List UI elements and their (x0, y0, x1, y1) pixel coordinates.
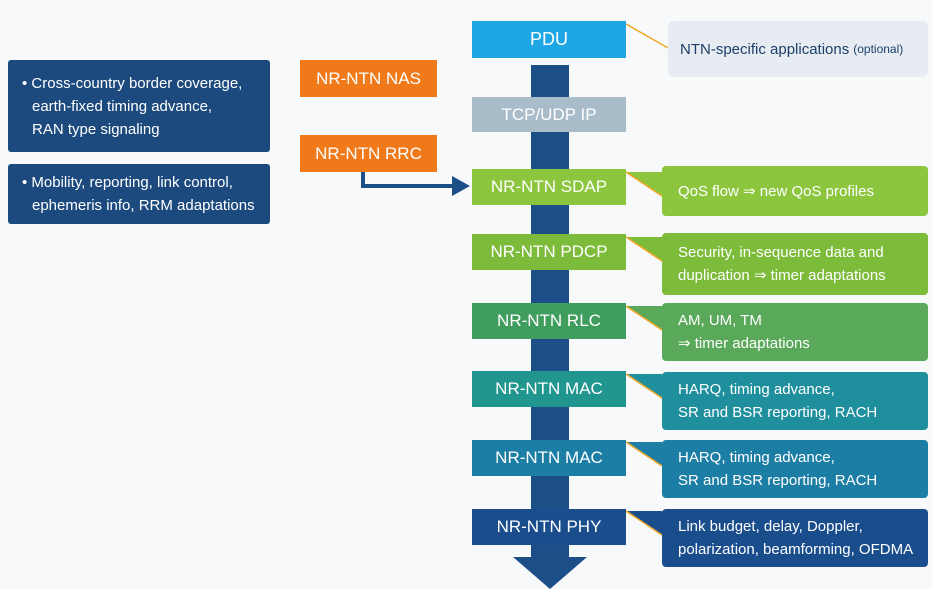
mac-layer-1: NR-NTN MAC (472, 371, 626, 407)
phy-layer: NR-NTN PHY (472, 509, 626, 545)
mac1-description-box: HARQ, timing advance, SR and BSR reporti… (662, 372, 928, 430)
mac2-description-box: HARQ, timing advance, SR and BSR reporti… (662, 440, 928, 498)
rlc-layer: NR-NTN RLC (472, 303, 626, 339)
rrc-to-sdap-connector (361, 171, 452, 188)
pdu-note-main: NTN-specific applications (680, 40, 850, 58)
rlc-note-line-2: ⇒ timer adaptations (678, 335, 810, 352)
rrc-description-box: • Mobility, reporting, link control, eph… (8, 164, 270, 224)
mac-layer-2: NR-NTN MAC (472, 440, 626, 476)
rrc-note-line-1: • Mobility, reporting, link control, (22, 174, 233, 191)
rrc-box: NR-NTN RRC (300, 135, 437, 172)
mac2-note-line-2: SR and BSR reporting, RACH (678, 472, 878, 489)
pdcp-description-box: Security, in-sequence data and duplicati… (662, 233, 928, 295)
nas-note-line-3: RAN type signaling (32, 120, 160, 138)
connector-arrow-head (452, 176, 470, 196)
pdcp-note-line-2: duplication ⇒ timer adaptations (678, 267, 886, 284)
pdcp-layer: NR-NTN PDCP (472, 234, 626, 270)
rlc-description-box: AM, UM, TM ⇒ timer adaptations (662, 303, 928, 361)
phy-description-box: Link budget, delay, Doppler, polarizatio… (662, 509, 928, 567)
phy-note-line-2: polarization, beamforming, OFDMA (678, 541, 914, 558)
rlc-note-line-1: AM, UM, TM (678, 312, 762, 329)
pdcp-note-line-1: Security, in-sequence data and (678, 244, 884, 261)
mac1-note-line-1: HARQ, timing advance, (678, 381, 835, 398)
sdap-note-line-1: QoS flow ⇒ new QoS profiles (678, 182, 874, 200)
nas-box: NR-NTN NAS (300, 60, 437, 97)
pdu-note-optional: (optional) (853, 42, 904, 56)
central-flow-arrow-head (513, 557, 587, 589)
sdap-layer: NR-NTN SDAP (472, 169, 626, 205)
pdu-callout-line (625, 23, 669, 49)
pdu-layer: PDU (472, 21, 626, 58)
phy-note-line-1: Link budget, delay, Doppler, (678, 518, 863, 535)
rrc-note-line-2: ephemeris info, RRM adaptations (32, 197, 255, 214)
pdu-description-box: NTN-specific applications (optional) (668, 21, 928, 77)
nas-note-line-2: earth-fixed timing advance, (32, 97, 213, 115)
mac1-note-line-2: SR and BSR reporting, RACH (678, 404, 878, 421)
nas-description-box: • Cross-country border coverage, earth-f… (8, 60, 270, 152)
tcp-udp-ip-layer: TCP/UDP IP (472, 97, 626, 132)
mac2-note-line-1: HARQ, timing advance, (678, 449, 835, 466)
sdap-description-box: QoS flow ⇒ new QoS profiles (662, 166, 928, 216)
nas-note-line-1: • Cross-country border coverage, (22, 74, 243, 92)
